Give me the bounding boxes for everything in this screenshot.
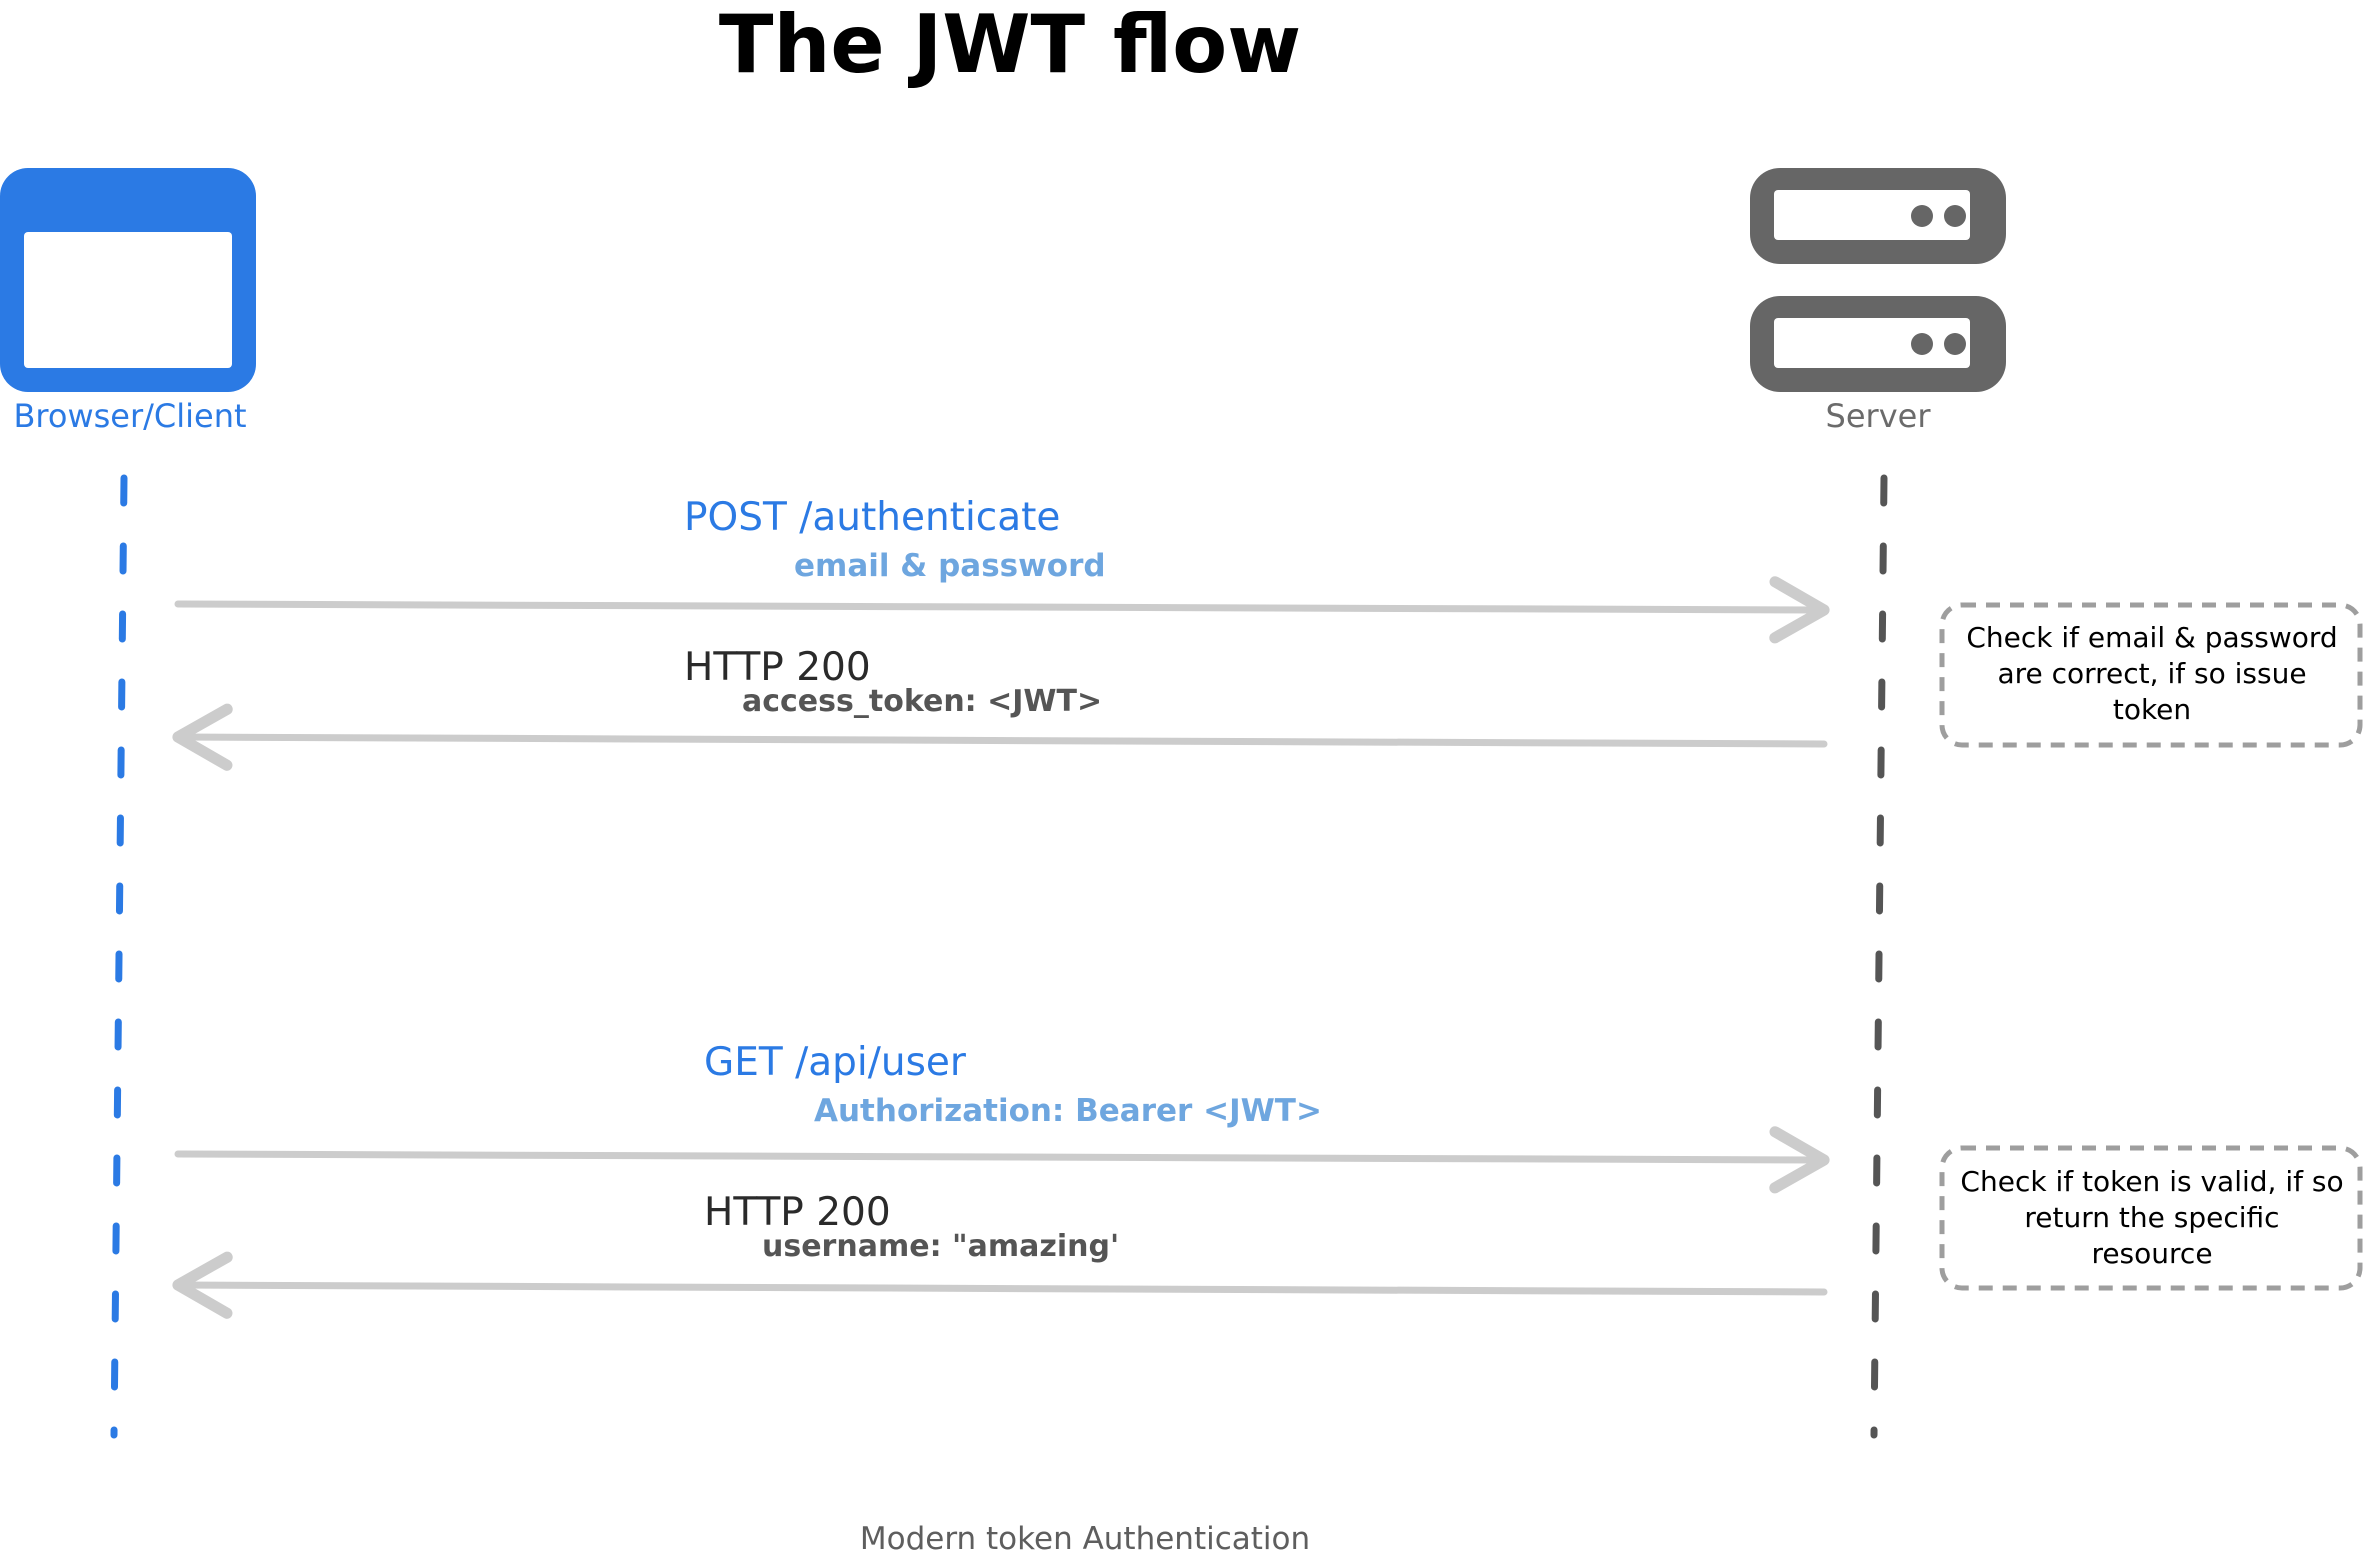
message-detail: email & password <box>794 548 1106 584</box>
server-rack-icon <box>1750 168 2006 392</box>
arrow-get-api-user <box>174 1126 1830 1194</box>
message-label: POST /authenticate <box>684 495 1061 540</box>
diagram-title: The JWT flow <box>718 0 1302 91</box>
message-label: HTTP 200 <box>704 1190 891 1235</box>
message-detail: Authorization: Bearer <JWT> <box>814 1093 1322 1129</box>
note-box-authenticate <box>1939 602 2363 748</box>
browser-window-icon <box>0 168 256 392</box>
note-box-resource <box>1939 1145 2363 1291</box>
arrow-http-200-token <box>172 703 1828 771</box>
arrow-http-200-user <box>172 1251 1828 1319</box>
message-detail: username: "amazing' <box>762 1229 1120 1264</box>
diagram-caption: Modern token Authentication <box>859 1521 1311 1557</box>
client-lifeline <box>110 474 128 1439</box>
server-lifeline <box>1870 474 1888 1439</box>
client-label: Browser/Client <box>13 397 247 435</box>
note-text: Check if email & password are correct, i… <box>1966 621 2338 726</box>
server-label: Server <box>1825 397 1931 435</box>
arrow-post-authenticate <box>174 576 1830 644</box>
message-detail: access_token: <JWT> <box>742 684 1103 719</box>
message-label: GET /api/user <box>704 1040 966 1085</box>
note-text: Check if token is valid, if so return th… <box>1960 1165 2344 1270</box>
message-label: HTTP 200 <box>684 645 871 690</box>
